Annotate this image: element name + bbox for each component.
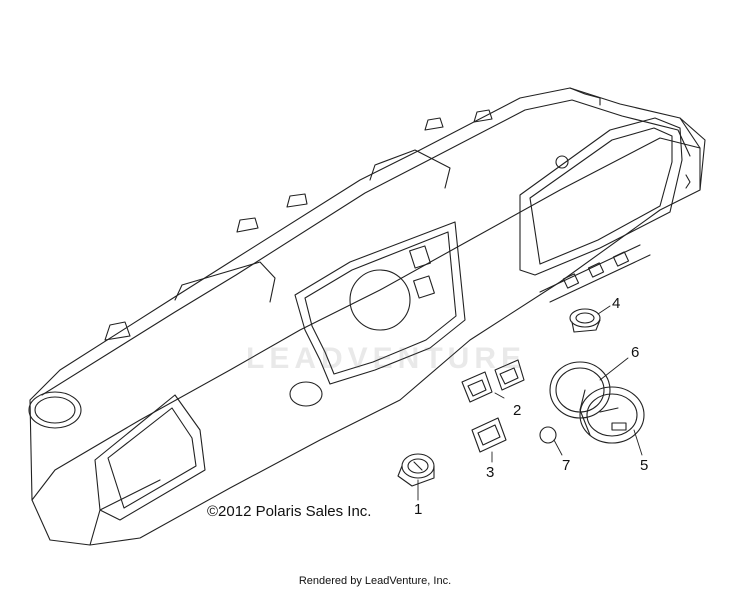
callout-4: 4 <box>612 295 621 312</box>
callout-3: 3 <box>486 464 495 481</box>
gauge-bezel-ring <box>549 361 611 419</box>
power-outlet <box>569 308 601 333</box>
copyright-notice: ©2012 Polaris Sales Inc. <box>207 503 372 520</box>
switch-holes <box>539 244 651 303</box>
mounting-tab <box>473 109 493 123</box>
rendered-by-footer: Rendered by LeadVenture, Inc. <box>298 575 452 587</box>
rocker-switch-single <box>471 417 507 453</box>
mounting-tab <box>236 217 259 233</box>
watermark: LEADVENTURE <box>246 342 527 375</box>
callout-5: 5 <box>640 457 649 474</box>
callout-1: 1 <box>414 501 423 518</box>
ignition-switch <box>397 453 435 487</box>
callout-7: 7 <box>562 457 571 474</box>
right-glovebox <box>519 117 683 276</box>
mounting-tab <box>286 193 308 208</box>
leader-lines <box>417 305 643 501</box>
left-glovebox-recess <box>94 394 206 521</box>
mounting-tab <box>104 321 131 341</box>
callout-6: 6 <box>631 344 640 361</box>
dashboard-panel <box>28 87 706 546</box>
instrument-cluster-bezel <box>294 221 466 385</box>
center-vent <box>289 381 323 407</box>
callout-2: 2 <box>513 402 522 419</box>
speedometer-gauge <box>579 386 645 444</box>
left-vent <box>28 391 82 429</box>
rocker-switches <box>461 359 525 403</box>
mounting-tab <box>424 117 444 131</box>
indicator-lens <box>539 426 557 444</box>
